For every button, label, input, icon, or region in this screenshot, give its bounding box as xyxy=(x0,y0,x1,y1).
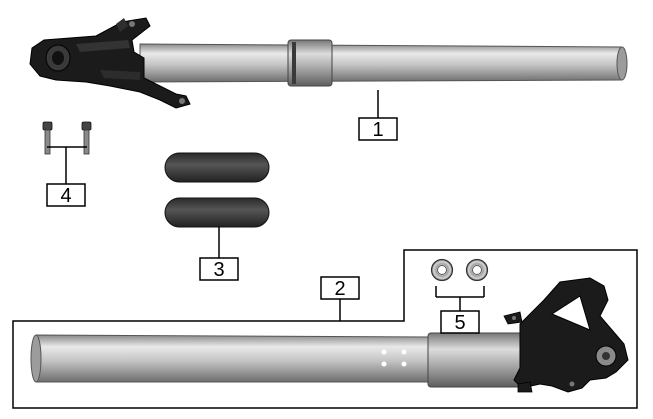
callout-1-label: 1 xyxy=(372,119,383,141)
callout-4: 4 xyxy=(46,146,87,207)
callout-2-label: 2 xyxy=(334,278,345,300)
bolts xyxy=(42,121,92,155)
rubber-pads xyxy=(164,152,270,228)
callout-5-label: 5 xyxy=(454,312,465,334)
callout-3-label: 3 xyxy=(213,259,224,281)
callout-2: 2 xyxy=(320,276,360,321)
part-2-frame xyxy=(12,249,638,409)
fork-leg-left xyxy=(30,277,629,393)
fork-leg-right xyxy=(29,17,628,109)
callout-1: 1 xyxy=(358,90,398,141)
callout-4-label: 4 xyxy=(60,185,71,207)
nuts xyxy=(430,258,489,282)
callout-3: 3 xyxy=(199,227,239,281)
callout-5: 5 xyxy=(435,286,485,334)
